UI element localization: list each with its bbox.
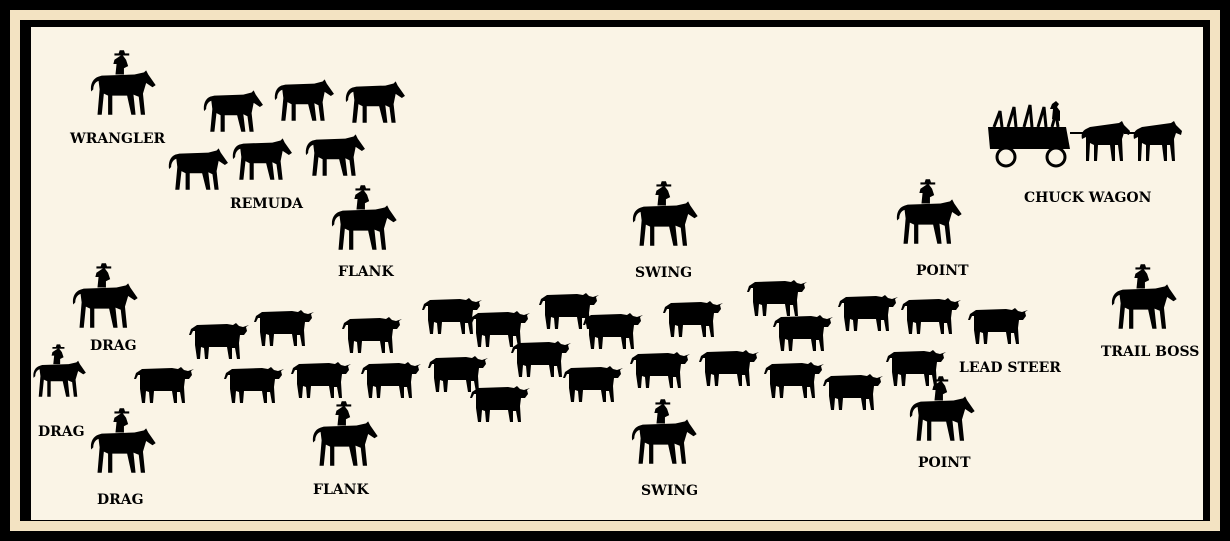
- steer-icon: [901, 298, 961, 334]
- steer-icon: [189, 323, 249, 359]
- swing-rider-icon: [632, 399, 697, 463]
- label-drag-lower: DRAG: [97, 492, 144, 508]
- label-flank-bottom: FLANK: [313, 482, 369, 498]
- label-point-bottom: POINT: [918, 455, 971, 471]
- remuda-horse-icon: [346, 81, 405, 122]
- steer-icon: [224, 367, 284, 403]
- point-rider-icon: [910, 376, 975, 440]
- steer-icon: [511, 341, 571, 377]
- label-flank-top: FLANK: [338, 264, 394, 280]
- swing-rider-icon: [633, 181, 698, 245]
- label-swing-top: SWING: [635, 265, 692, 281]
- label-point-top: POINT: [916, 263, 969, 279]
- steer-icon: [428, 356, 488, 392]
- remuda-horse-icon: [169, 148, 228, 189]
- wrangler-rider-icon: [91, 50, 156, 114]
- label-drag-upper: DRAG: [90, 338, 137, 354]
- label-chuck-wagon: CHUCK WAGON: [1024, 190, 1152, 206]
- drag-rider-icon: [73, 263, 138, 327]
- label-drag-middle: DRAG: [38, 424, 85, 440]
- remuda-horse-icon: [204, 90, 263, 131]
- cattle-drive-diagram: WRANGLER REMUDA FLANK SWING POINT CHUCK …: [31, 27, 1203, 520]
- steer-icon: [663, 301, 723, 337]
- remuda-horse-icon: [233, 138, 292, 179]
- steer-icon: [838, 295, 898, 331]
- steer-icon: [773, 315, 833, 351]
- label-lead-steer: LEAD STEER: [959, 360, 1061, 376]
- steer-icon: [563, 366, 623, 402]
- label-wrangler: WRANGLER: [69, 131, 165, 147]
- flank-rider-icon: [313, 401, 378, 465]
- diagram-canvas: WRANGLER REMUDA FLANK SWING POINT CHUCK …: [31, 27, 1203, 520]
- steer-icon: [470, 386, 530, 422]
- flank-rider-icon: [332, 185, 397, 249]
- drag-rider-icon: [91, 408, 156, 472]
- remuda-horse-icon: [275, 79, 334, 120]
- steer-icon: [630, 352, 690, 388]
- steer-icon: [291, 362, 351, 398]
- trail-boss-rider-icon: [1112, 264, 1177, 328]
- steer-icon: [583, 313, 643, 349]
- remuda-horse-icon: [306, 134, 365, 175]
- drag-rider-icon: [33, 344, 85, 396]
- steer-icon: [361, 362, 421, 398]
- steer-icon: [134, 367, 194, 403]
- steer-icon: [699, 350, 759, 386]
- chuck-wagon-icon: [988, 101, 1182, 166]
- steer-icon: [342, 317, 402, 353]
- steer-icon: [422, 298, 482, 334]
- point-rider-icon: [897, 179, 962, 243]
- label-swing-bottom: SWING: [641, 483, 698, 499]
- steer-icon: [470, 311, 530, 347]
- lead-steer-icon: [968, 308, 1028, 344]
- steer-icon: [823, 374, 883, 410]
- steer-icon: [747, 280, 807, 316]
- steer-icon: [254, 310, 314, 346]
- steer-icon: [764, 362, 824, 398]
- label-trail-boss: TRAIL BOSS: [1101, 344, 1199, 360]
- label-remuda: REMUDA: [230, 196, 304, 212]
